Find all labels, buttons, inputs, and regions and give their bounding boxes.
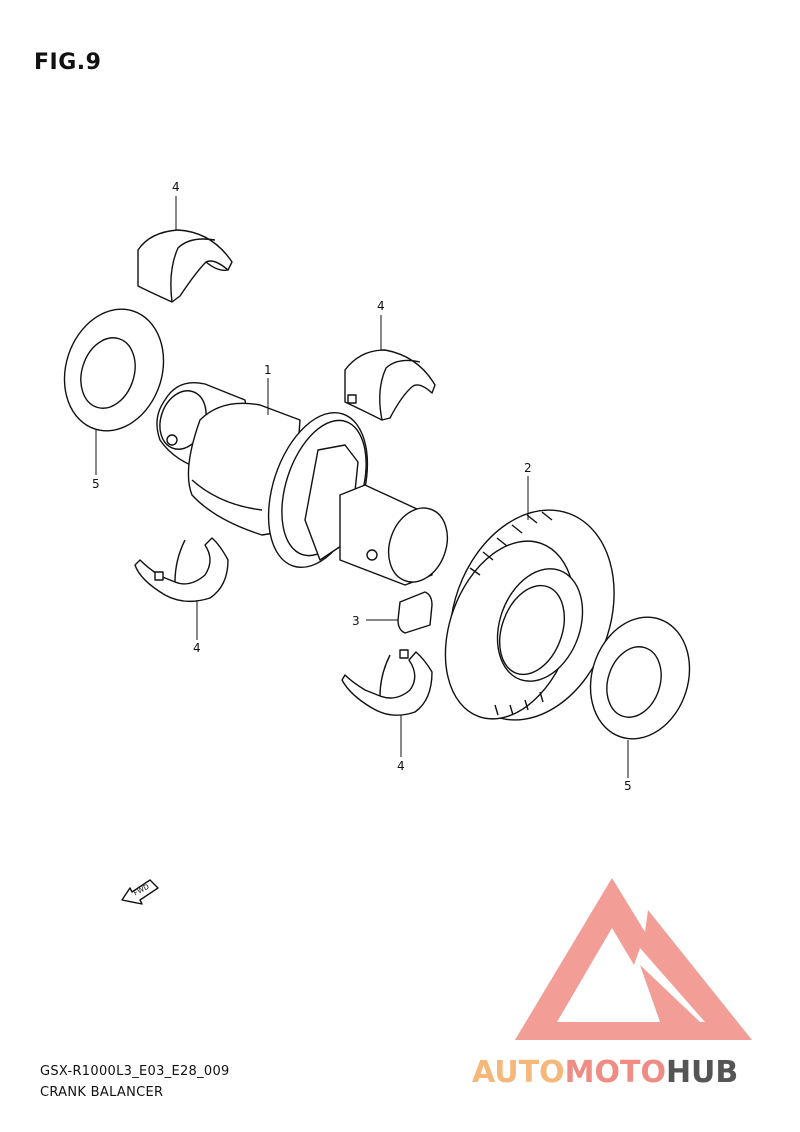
- callout-3: 3: [352, 614, 360, 628]
- callout-4-bottom-left: 4: [193, 641, 201, 655]
- balancer-drive-gear[interactable]: [422, 487, 642, 743]
- callout-5-right: 5: [624, 779, 632, 793]
- bearing-bottom-middle[interactable]: [341, 649, 433, 716]
- thrust-washer-left[interactable]: [49, 296, 179, 444]
- callout-5-left: 5: [92, 477, 100, 491]
- bearing-top-right[interactable]: [344, 349, 436, 421]
- balancer-shaft[interactable]: [152, 382, 457, 591]
- callout-4-bottom-mid: 4: [397, 759, 405, 773]
- figure-title: FIG.9: [34, 50, 102, 75]
- watermark-text: AUTOMOTOHUB: [472, 1055, 738, 1090]
- bearing-top-left[interactable]: [137, 229, 233, 303]
- callout-1: 1: [264, 363, 272, 377]
- woodruff-key[interactable]: [397, 591, 433, 634]
- watermark-logo-icon: [515, 878, 752, 1040]
- callout-4-mid: 4: [377, 299, 385, 313]
- bearing-bottom-left[interactable]: [134, 537, 229, 603]
- thrust-washer-right[interactable]: [575, 604, 705, 752]
- callout-2: 2: [524, 461, 532, 475]
- diagram-name: CRANK BALANCER: [40, 1085, 164, 1100]
- fwd-arrow-icon: FWD: [121, 879, 159, 905]
- diagram-code: GSX-R1000L3_E03_E28_009: [40, 1064, 230, 1079]
- callout-4-top: 4: [172, 180, 180, 194]
